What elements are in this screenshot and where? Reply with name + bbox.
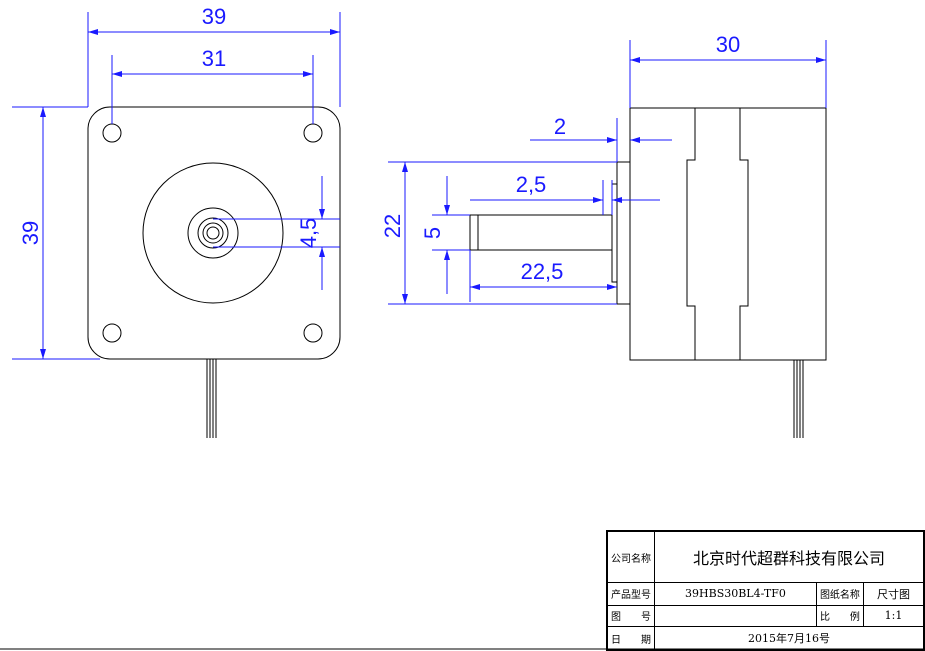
- dim-flange-thickness: 2: [554, 114, 566, 139]
- motor-face-outline: [87, 106, 341, 360]
- dim-hole-spacing: 31: [202, 46, 226, 71]
- scale-value: 1:1: [862, 604, 925, 628]
- product-model: 39HBS30BL4-TF0: [654, 582, 817, 606]
- mounting-hole-bottom-right: [303, 323, 323, 343]
- mounting-hole-top-left: [102, 123, 122, 143]
- front-dimensions: [12, 12, 341, 360]
- front-view: [87, 106, 341, 438]
- dim-shaft-flat-width: 5: [420, 227, 445, 239]
- drawing-number: [654, 604, 817, 628]
- shaft-inner: [202, 222, 224, 244]
- dim-side-length: 30: [716, 32, 740, 57]
- date-label: 日 期: [607, 626, 655, 650]
- shaft-mid: [197, 217, 229, 249]
- dim-shaft-diameter: 4,5: [296, 218, 321, 249]
- dim-front-width: 39: [202, 4, 226, 29]
- dim-shaft-length: 22,5: [521, 259, 564, 284]
- shaft-side: [469, 214, 612, 251]
- drawing-name: 尺寸图: [862, 582, 925, 606]
- scale-label: 比 例: [815, 604, 864, 628]
- dim-boss-diameter: 22: [380, 214, 405, 238]
- date-value: 2015年7月16号: [654, 626, 924, 650]
- dim-front-height: 39: [18, 221, 43, 245]
- mounting-hole-top-right: [303, 123, 323, 143]
- company-name: 北京时代超群科技有限公司: [654, 531, 924, 583]
- product-model-label: 产品型号: [607, 582, 655, 606]
- dim-flat-depth: 2,5: [516, 172, 547, 197]
- company-label: 公司名称: [607, 531, 655, 583]
- shaft-outer: [187, 207, 239, 259]
- boss-circle: [142, 162, 284, 304]
- side-view: [469, 107, 827, 438]
- drawing-name-label: 图纸名称: [815, 582, 864, 606]
- mounting-hole-bottom-left: [102, 323, 122, 343]
- motor-body-outline: [629, 107, 827, 361]
- drawing-number-label: 图 号: [607, 604, 655, 628]
- side-dimensions: [388, 40, 827, 305]
- title-block: 公司名称 北京时代超群科技有限公司 产品型号 39HBS30BL4-TF0 图纸…: [606, 530, 925, 651]
- front-boss: [616, 161, 631, 305]
